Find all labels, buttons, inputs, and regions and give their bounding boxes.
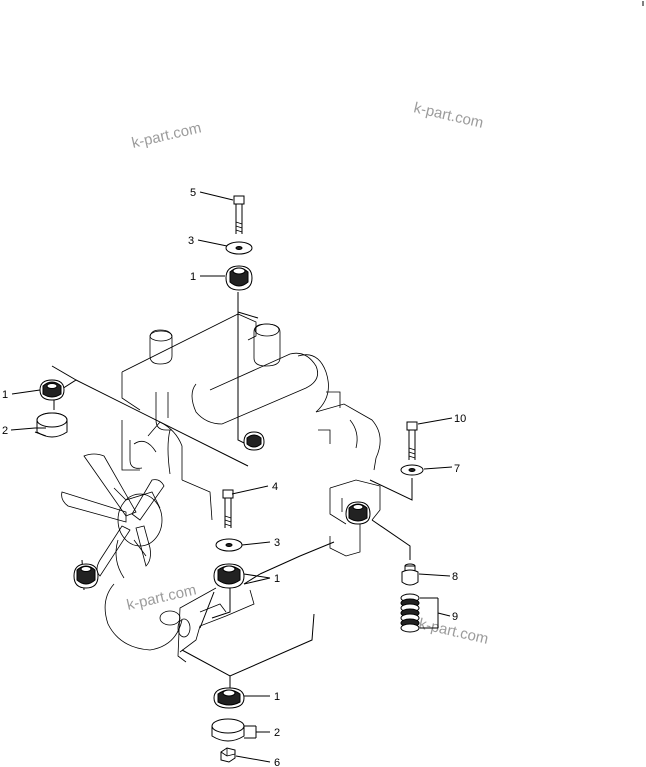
- watermark-3: k-part.com: [125, 581, 198, 614]
- bolt-10: [406, 421, 418, 460]
- callout-2-left: 2: [2, 425, 8, 437]
- callout-10: 10: [454, 413, 466, 425]
- spacer-2-bottom: [211, 718, 245, 742]
- washer-3-mid: [215, 538, 243, 552]
- callout-9: 9: [452, 611, 458, 623]
- callout-6: 6: [274, 757, 280, 767]
- spring-stack-9: [400, 593, 420, 633]
- callout-3-top: 3: [188, 235, 194, 247]
- collar-8: [401, 563, 419, 586]
- callout-5: 5: [190, 187, 196, 199]
- washer-3-top: [225, 241, 253, 255]
- callout-1-mid: 1: [274, 573, 280, 585]
- callout-3-mid: 3: [274, 537, 280, 549]
- washer-7: [400, 464, 424, 476]
- rubber-mount-1-bottom: [213, 687, 245, 709]
- callout-4: 4: [272, 481, 278, 493]
- callout-2-bottom: 2: [274, 727, 280, 739]
- nut-6: [220, 747, 236, 763]
- callout-1-left: 1: [2, 389, 8, 401]
- callout-1-bottom: 1: [274, 691, 280, 703]
- engine-block: [104, 313, 381, 663]
- watermark-2: k-part.com: [412, 99, 485, 132]
- callout-1-top: 1: [190, 271, 196, 283]
- rubber-mount-1-mid: [213, 563, 245, 589]
- bolt-4: [222, 489, 234, 528]
- watermark-1: k-part.com: [130, 119, 203, 152]
- spacer-2-left: [34, 412, 68, 438]
- rubber-mount-1-left: [39, 379, 65, 401]
- callout-8: 8: [452, 571, 458, 583]
- rubber-mount-front-left: [73, 563, 99, 589]
- callout-labels: 5 3 1 1 2 4 3 1 10 7 8 9: [2, 187, 466, 767]
- bolt-5: [233, 195, 245, 234]
- cooling-fan: [61, 453, 165, 577]
- rubber-mount-1-top: [225, 265, 253, 291]
- callout-7: 7: [454, 463, 460, 475]
- rubber-mount-top-installed: [243, 431, 265, 451]
- rubber-mount-right-installed: [345, 501, 371, 525]
